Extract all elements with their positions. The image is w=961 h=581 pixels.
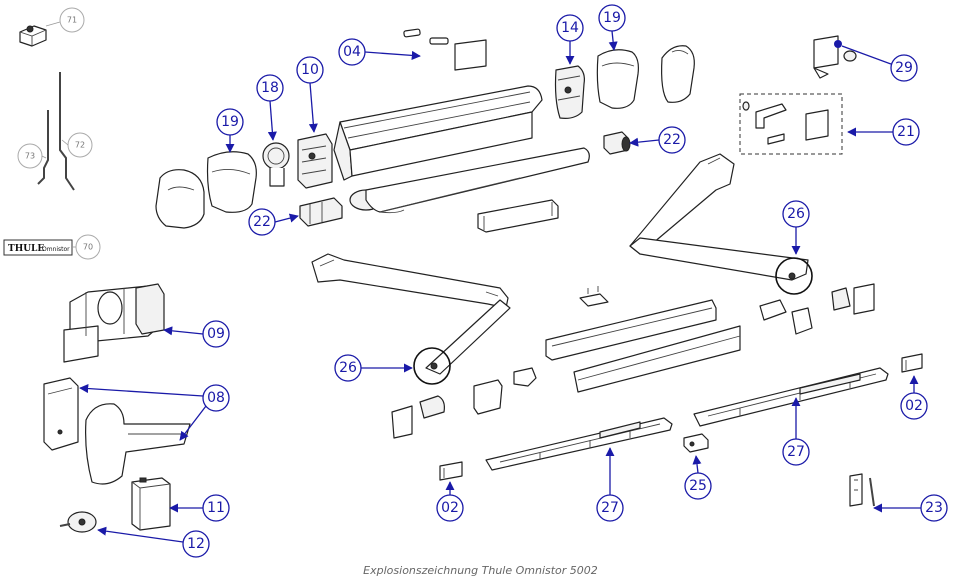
svg-text:72: 72: [75, 141, 85, 150]
svg-text:09: 09: [207, 326, 225, 342]
detail-ring-right: [775, 257, 813, 295]
end-bracket-10: [297, 133, 333, 189]
tube-04-pieces: [403, 28, 487, 71]
end-bracket-14: [554, 65, 585, 119]
accessory-crank-73: [37, 110, 49, 185]
tension-strap-23: [849, 473, 875, 507]
callout-18: 18: [256, 74, 284, 102]
rail-27-right: [693, 367, 889, 427]
svg-text:22: 22: [253, 214, 271, 230]
svg-text:11: 11: [207, 500, 225, 516]
callout-02-right: 02: [900, 392, 928, 420]
svg-text:19: 19: [221, 114, 239, 130]
callout-12: 12: [182, 530, 210, 558]
callout-19-right: 19: [598, 4, 626, 32]
end-cap-outer-left: [155, 169, 205, 229]
connector-12: [59, 511, 97, 533]
callout-02-left: 02: [436, 494, 464, 522]
svg-text:70: 70: [83, 243, 93, 252]
svg-text:02: 02: [905, 398, 923, 414]
end-cap-19-right: [596, 49, 639, 109]
accessory-cap-71: [19, 25, 47, 47]
svg-text:Omnistor: Omnistor: [42, 246, 70, 253]
small-clip-center: [579, 286, 609, 307]
rail-27-left: [485, 417, 673, 471]
svg-text:21: 21: [897, 124, 915, 140]
callout-73: 73: [17, 143, 43, 169]
callout-09: 09: [202, 320, 230, 348]
thule-logo: THULE Omnistor: [3, 239, 73, 256]
exploded-diagram: 71 72 73 THULE Omnistor 70 19: [3, 4, 948, 558]
arm-mount-left: [391, 395, 445, 439]
svg-text:26: 26: [787, 206, 805, 222]
front-profile-upper: [545, 299, 717, 361]
callout-72: 72: [67, 132, 93, 158]
end-cap-19-left: [206, 151, 257, 213]
callout-71: 71: [59, 7, 85, 33]
bracket-set-21: [739, 93, 843, 155]
callout-04: 04: [338, 38, 366, 66]
svg-text:THULE: THULE: [8, 244, 44, 254]
svg-text:04: 04: [343, 44, 361, 60]
right-arm: [629, 153, 809, 281]
accessory-crank-72: [59, 72, 75, 191]
callout-19-left: 19: [216, 108, 244, 136]
callout-29: 29: [890, 54, 918, 82]
motor-unit-09: [63, 283, 165, 363]
svg-text:73: 73: [25, 152, 35, 161]
callout-21: 21: [892, 118, 920, 146]
clip-02-left: [439, 461, 463, 481]
roller-plug-22-left: [299, 197, 343, 227]
callout-22-left: 22: [248, 208, 276, 236]
callout-26-right: 26: [782, 200, 810, 228]
svg-text:08: 08: [207, 390, 225, 406]
gear-18: [262, 142, 290, 187]
callout-23: 23: [920, 494, 948, 522]
control-box-11: [131, 477, 171, 531]
callout-22-right: 22: [658, 126, 686, 154]
svg-text:14: 14: [561, 20, 579, 36]
svg-text:27: 27: [787, 444, 805, 460]
front-bracket-left: [473, 367, 537, 415]
front-profile-lower: [573, 325, 741, 393]
callout-26-left: 26: [334, 354, 362, 382]
svg-text:26: 26: [339, 360, 357, 376]
motor-cover-08-right: [85, 403, 191, 485]
svg-text:29: 29: [895, 60, 913, 76]
svg-text:25: 25: [689, 478, 707, 494]
svg-text:23: 23: [925, 500, 943, 516]
cassette-housing: [333, 85, 543, 181]
callout-11: 11: [202, 494, 230, 522]
svg-text:71: 71: [67, 16, 77, 25]
motor-cover-08-left: [43, 377, 79, 451]
callout-27-left: 27: [596, 494, 624, 522]
svg-text:22: 22: [663, 132, 681, 148]
awning-fabric-roller: [349, 147, 590, 214]
callout-25: 25: [684, 472, 712, 500]
clip-02-right: [901, 353, 923, 373]
clip-25: [683, 433, 709, 453]
svg-text:10: 10: [301, 62, 319, 78]
svg-text:02: 02: [441, 500, 459, 516]
callout-14: 14: [556, 14, 584, 42]
callout-10: 10: [296, 56, 324, 84]
arm-mount-right: [759, 283, 875, 335]
svg-text:18: 18: [261, 80, 279, 96]
callout-08: 08: [202, 384, 230, 412]
wall-bracket-29: [813, 35, 857, 79]
svg-text:12: 12: [187, 536, 205, 552]
end-cap-outer-right: [661, 45, 695, 103]
svg-text:27: 27: [601, 500, 619, 516]
figure-caption: Explosionszeichnung Thule Omnistor 5002: [363, 564, 598, 577]
detail-ring-left: [413, 347, 451, 385]
front-profile-small: [477, 199, 559, 233]
callout-70: 70: [75, 234, 101, 260]
callout-27-right: 27: [782, 438, 810, 466]
svg-text:19: 19: [603, 10, 621, 26]
roller-plug-22-right: [603, 131, 631, 155]
